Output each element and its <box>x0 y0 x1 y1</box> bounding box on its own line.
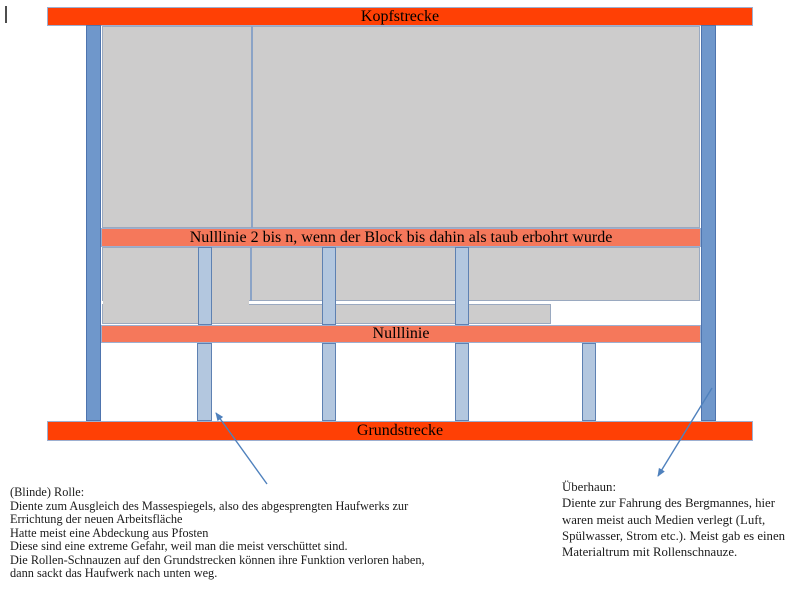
support-post-mid-2 <box>322 247 336 325</box>
block-divider-line-middle <box>250 247 252 301</box>
note-line: Diente zur Fahrung des Bergmannes, hier <box>562 496 775 511</box>
note-line: Hatte meist eine Abdeckung aus Pfosten <box>10 525 209 540</box>
grundstrecke-bar: Grundstrecke <box>47 421 753 441</box>
note-line: Materialtrum mit Rollenschnauze. <box>562 545 738 560</box>
note-line: Diente zum Ausgleich des Massespiegels, … <box>10 498 409 513</box>
blinde-rolle-post-1 <box>197 343 212 421</box>
blinde-rolle-post-4 <box>582 343 596 421</box>
kopfstrecke-bar: Kopfstrecke <box>47 7 753 26</box>
note-line: Die Rollen-Schnauzen auf den Grundstreck… <box>10 552 425 567</box>
right-pillar-ueberhaun <box>701 25 716 421</box>
note-line: waren meist auch Medien verlegt (Luft, <box>562 512 766 527</box>
note-line: dann sackt das Haufwerk nach unten weg. <box>10 566 218 580</box>
left-pillar <box>86 25 101 421</box>
blinde-rolle-note: (Blinde) Rolle: Diente zum Ausgleich des… <box>10 485 425 581</box>
note-line: (Blinde) Rolle: <box>10 485 85 499</box>
support-post-mid-1 <box>198 247 212 325</box>
support-post-mid-3 <box>455 247 469 325</box>
blinde-rolle-post-2 <box>322 343 336 421</box>
grundstrecke-label: Grundstrecke <box>356 422 444 439</box>
nulllinie2-label: Nulllinie 2 bis n, wenn der Block bis da… <box>189 228 613 246</box>
note-line: Diese sind eine extreme Gefahr, weil man… <box>10 539 348 553</box>
note-line: Spülwasser, Strom etc.). Meist gab es ei… <box>562 528 786 543</box>
ore-block-middle <box>102 247 700 301</box>
nulllinie-bar: Nulllinie <box>101 325 701 343</box>
ore-block-merge <box>103 296 249 308</box>
note-line: Errichtung der neuen Arbeitsfläche <box>10 512 183 526</box>
ueberhaun-note: Überhaun: Diente zur Fahrung des Bergman… <box>562 479 785 560</box>
block-divider-line-upper <box>251 26 253 228</box>
kopfstrecke-label: Kopfstrecke <box>360 7 440 25</box>
note-line: Überhaun: <box>562 480 617 494</box>
nulllinie-label: Nulllinie <box>372 325 430 342</box>
blinde-rolle-post-3 <box>455 343 469 421</box>
text-cursor-mark <box>5 6 7 23</box>
nulllinie2-bar: Nulllinie 2 bis n, wenn der Block bis da… <box>101 228 701 247</box>
ore-block-upper <box>102 26 700 228</box>
